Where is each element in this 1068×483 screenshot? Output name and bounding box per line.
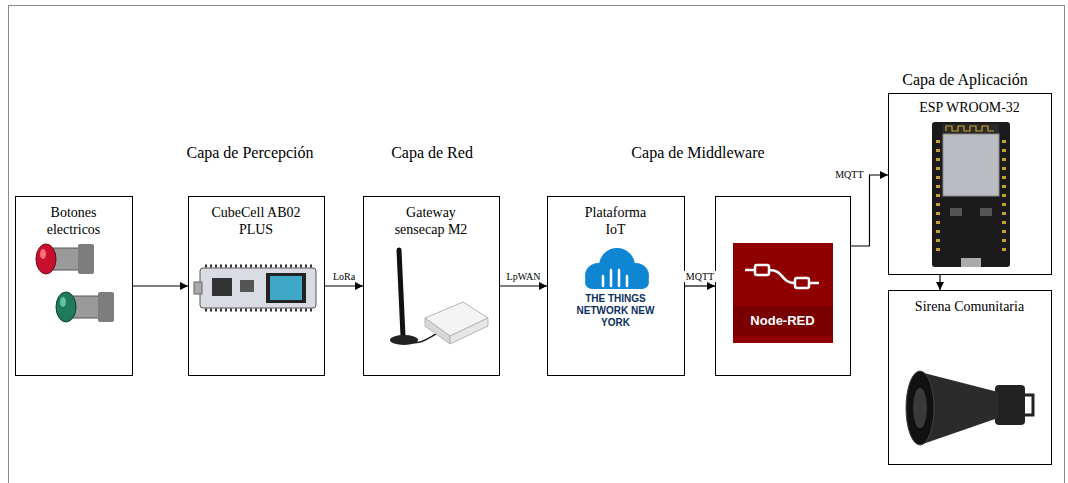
node-red-logo-part xyxy=(795,278,809,288)
node-red-logo xyxy=(733,243,833,343)
edge-label: MQTT xyxy=(833,169,865,181)
cubecell-board xyxy=(194,266,316,310)
cubecell-board-part xyxy=(194,282,202,294)
box-title: Botones electricos xyxy=(24,205,124,239)
box-title: ESP WROOM-32 xyxy=(895,100,1045,117)
button-pictures-part xyxy=(56,292,76,322)
process-box: ESP WROOM-32 xyxy=(888,93,1052,275)
button-pictures-part xyxy=(98,292,114,322)
node-red-logo-part xyxy=(733,243,833,343)
button-pictures xyxy=(36,244,114,322)
gateway-picture xyxy=(390,250,488,345)
node-red-logo-part xyxy=(769,270,795,283)
cubecell-board-part xyxy=(270,276,302,300)
ttn-logo-cloud-part xyxy=(585,275,649,289)
layer-title: Capa de Aplicación xyxy=(902,70,1027,89)
cubecell-board-part xyxy=(266,273,306,303)
box-title: CubeCell AB02 PLUS xyxy=(211,205,301,239)
esp32-board-part xyxy=(932,122,1010,267)
process-box: Sirena Comunitaria xyxy=(888,290,1052,465)
edge-label: MQTT xyxy=(684,271,716,283)
box-title: Sirena Comunitaria xyxy=(915,299,1025,316)
esp32-board-part xyxy=(980,208,992,216)
siren-picture-part xyxy=(913,388,927,428)
esp32-board-part xyxy=(938,140,1004,255)
connector-arrow xyxy=(851,175,888,246)
connector-arrow xyxy=(685,285,715,286)
esp32-board-part xyxy=(946,126,994,131)
cubecell-board-part xyxy=(200,268,316,308)
siren-picture-part xyxy=(1025,395,1033,415)
node-red-logo-part xyxy=(733,306,833,336)
connector-arrow xyxy=(133,285,188,286)
process-box: Plataforma IoT THE THINGS NETWORK NEW YOR… xyxy=(547,196,685,376)
gateway-picture-part xyxy=(425,318,450,344)
node-red-logo-part xyxy=(755,265,769,275)
siren-picture-part xyxy=(995,385,1025,425)
process-box: CubeCell AB02 PLUS xyxy=(188,196,325,376)
esp32-board-part xyxy=(950,208,962,216)
ttn-logo-cloud xyxy=(585,248,649,289)
cubecell-board-part xyxy=(205,266,312,310)
esp32-board xyxy=(932,122,1010,267)
button-pictures-part xyxy=(60,297,66,307)
box-title: Gateway sensecap M2 xyxy=(381,205,481,239)
layer-title: Capa de Middleware xyxy=(631,143,764,162)
button-pictures-part xyxy=(36,244,56,274)
siren-picture xyxy=(906,371,1033,445)
connector-arrow xyxy=(939,275,940,290)
layer-title: Capa de Red xyxy=(391,143,473,162)
siren-picture-part xyxy=(906,371,934,445)
cubecell-board-part xyxy=(212,278,232,296)
node-red-logo-part xyxy=(809,282,819,285)
esp32-board-part xyxy=(961,258,981,267)
process-box: Botones electricos xyxy=(15,196,133,376)
button-pictures-part xyxy=(78,244,94,274)
cubecell-board-part xyxy=(240,280,254,292)
connector-arrow xyxy=(500,285,547,286)
esp32-board-part xyxy=(943,134,999,196)
box-title: Plataforma IoT xyxy=(576,205,656,239)
connector-arrow xyxy=(325,285,363,286)
ttn-logo-cloud-part xyxy=(603,270,627,286)
layer-title: Capa de Percepción xyxy=(186,143,313,162)
gateway-picture-part xyxy=(390,335,418,345)
gateway-picture-part xyxy=(399,250,403,336)
edge-label: LpWAN xyxy=(505,271,543,283)
box-title: Node-RED xyxy=(735,313,831,329)
gateway-picture-part xyxy=(450,318,488,344)
logo-text: THE THINGS NETWORK NEW YORK xyxy=(566,293,666,329)
button-pictures-part xyxy=(40,249,46,259)
figure-frame xyxy=(9,6,1065,483)
esp32-board-part xyxy=(943,124,999,133)
edge-label: LoRa xyxy=(331,271,357,283)
node-red-logo-part xyxy=(745,269,755,272)
process-box: Node-RED xyxy=(715,196,851,376)
process-box: Gateway sensecap M2 xyxy=(363,196,500,376)
